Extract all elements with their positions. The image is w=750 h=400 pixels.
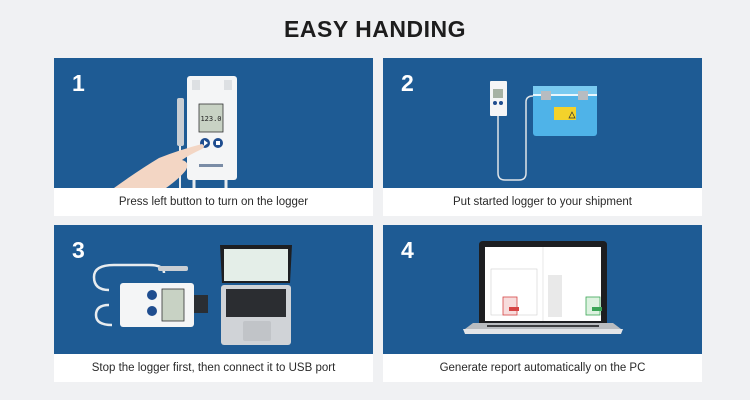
report-laptop-icon bbox=[463, 241, 623, 334]
step-number: 4 bbox=[401, 237, 414, 263]
logger-device-icon: 123.0 bbox=[114, 76, 237, 188]
step-number: 1 bbox=[72, 70, 85, 96]
step-card-3: 3 Stop the logger first, then connect it… bbox=[54, 225, 373, 382]
step-1-illustration: 123.0 1 bbox=[54, 58, 373, 188]
step-caption: Put started logger to your shipment bbox=[453, 196, 632, 208]
step-caption: Generate report automatically on the PC bbox=[439, 362, 646, 374]
step-2-illustration: 2 bbox=[383, 58, 702, 188]
step-card-4: 4 Generate report automatically on the P… bbox=[383, 225, 702, 382]
cooler-box-icon bbox=[490, 81, 597, 181]
step-card-2: 2 Put started logger to your shipment bbox=[383, 58, 702, 216]
step-3-illustration: 3 bbox=[54, 225, 373, 354]
laptop-usb-icon bbox=[92, 245, 292, 345]
page-title: EASY HANDING bbox=[284, 16, 466, 42]
step-4-illustration: 4 bbox=[383, 225, 702, 354]
step-number: 3 bbox=[72, 237, 85, 263]
step-caption: Stop the logger first, then connect it t… bbox=[91, 362, 336, 374]
step-number: 2 bbox=[401, 70, 414, 96]
step-caption: Press left button to turn on the logger bbox=[118, 196, 309, 208]
lcd-reading: 123.0 bbox=[200, 115, 221, 123]
step-card-1: 123.0 1 Press left button to turn on the… bbox=[54, 58, 373, 216]
